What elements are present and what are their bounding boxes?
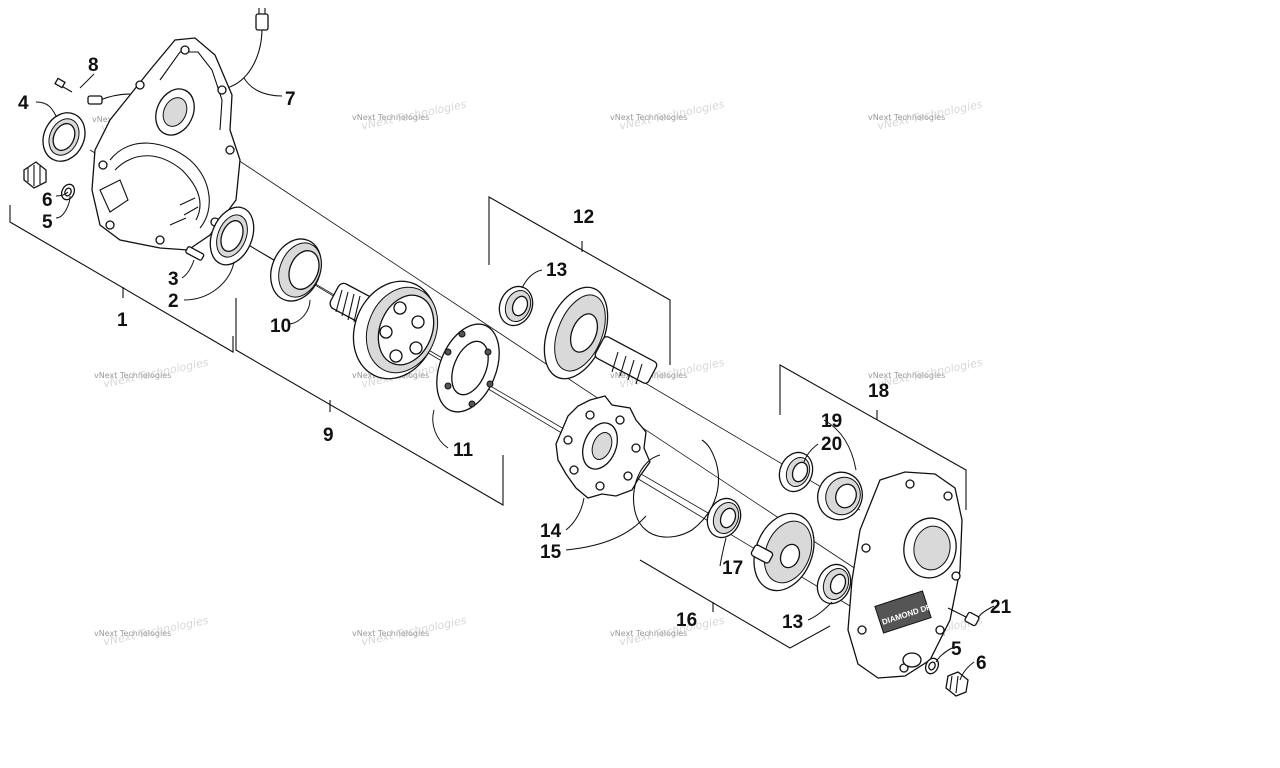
callout-13-top: 13 — [546, 260, 567, 281]
svg-text:vNext Technologies: vNext Technologies — [352, 629, 429, 638]
dowel-pin-3 — [185, 246, 205, 261]
svg-text:vNext Technologies: vNext Technologies — [868, 371, 945, 380]
callout-6-left: 6 — [42, 190, 53, 211]
watermark: vNext Technologies vNext Technologies — [868, 98, 984, 133]
seal-4 — [42, 112, 86, 162]
callout-5-right: 5 — [951, 639, 962, 660]
svg-text:vNext Technologies: vNext Technologies — [352, 113, 429, 122]
group-brackets — [9, 196, 967, 649]
callout-3: 3 — [168, 269, 179, 290]
callout-17: 17 — [722, 558, 743, 579]
callout-20: 20 — [821, 434, 842, 455]
transmission-housing — [91, 37, 241, 251]
watermark: vNext Technologies vNext Technologies — [352, 98, 468, 133]
seal-20 — [778, 451, 814, 493]
callout-2: 2 — [168, 291, 179, 312]
cover-logo — [874, 590, 932, 634]
callout-18: 18 — [868, 381, 889, 402]
bearing-10 — [270, 238, 322, 302]
callout-15: 15 — [540, 542, 562, 563]
bracket-group-12 — [488, 196, 671, 365]
callout-1: 1 — [117, 310, 128, 331]
bearing-17 — [706, 497, 742, 539]
callout-9: 9 — [323, 425, 334, 446]
svg-text:vNext Technologies: vNext Technologies — [868, 113, 945, 122]
callout-8: 8 — [88, 55, 99, 76]
bolt-21 — [947, 607, 980, 627]
callout-4: 4 — [18, 93, 29, 114]
sprocket-14 — [555, 395, 651, 499]
callout-13-bottom: 13 — [782, 612, 803, 633]
gear-shaft-12 — [543, 286, 658, 385]
bearing-19 — [817, 471, 863, 521]
callout-6-right: 6 — [976, 653, 987, 674]
bracket-group-16 — [639, 559, 831, 649]
svg-text:vNext Technologies: vNext Technologies — [94, 629, 171, 638]
callout-12: 12 — [573, 207, 594, 228]
leader-lines — [35, 73, 995, 681]
svg-text:vNext Technologies: vNext Technologies — [94, 371, 171, 380]
callout-labels: 1 2 3 4 5 6 7 8 9 10 11 12 13 13 14 15 1… — [18, 55, 1012, 674]
ring-gear-output-9 — [329, 280, 439, 380]
callout-19: 19 — [821, 411, 842, 432]
bearing-13-top — [498, 285, 534, 327]
callout-5-left: 5 — [42, 212, 53, 233]
drain-plug-right — [924, 657, 969, 697]
callout-7: 7 — [285, 89, 296, 110]
svg-text:vNext Technologies: vNext Technologies — [610, 629, 687, 638]
seal-2 — [209, 206, 255, 266]
watermark: vNext Technologies vNext Technologies — [610, 614, 726, 649]
watermark: vNext Technologies vNext Technologies — [94, 356, 210, 391]
bracket-group-18 — [779, 364, 967, 510]
callout-16: 16 — [676, 610, 697, 631]
idler-gear-16 — [750, 512, 815, 592]
callout-11: 11 — [453, 440, 474, 461]
callout-14: 14 — [540, 521, 562, 542]
callout-10: 10 — [270, 316, 291, 337]
bracket-group-1 — [9, 205, 234, 353]
snap-ring-15 — [632, 439, 720, 538]
bracket-group-9 — [235, 298, 504, 506]
pin-8 — [54, 77, 73, 93]
bearing-13-bottom — [816, 563, 852, 605]
watermark: vNext Technologies vNext Technologies — [94, 614, 210, 649]
drain-plug-left — [23, 161, 76, 201]
watermark: vNext Technologies vNext Technologies — [352, 614, 468, 649]
plate-11 — [436, 323, 500, 413]
watermark: vNext Technologies vNext Technologies — [610, 98, 726, 133]
svg-text:vNext Technologies: vNext Technologies — [610, 113, 687, 122]
transmission-cover-18: DIAMOND DRIVE — [847, 471, 963, 679]
callout-21: 21 — [990, 597, 1012, 618]
